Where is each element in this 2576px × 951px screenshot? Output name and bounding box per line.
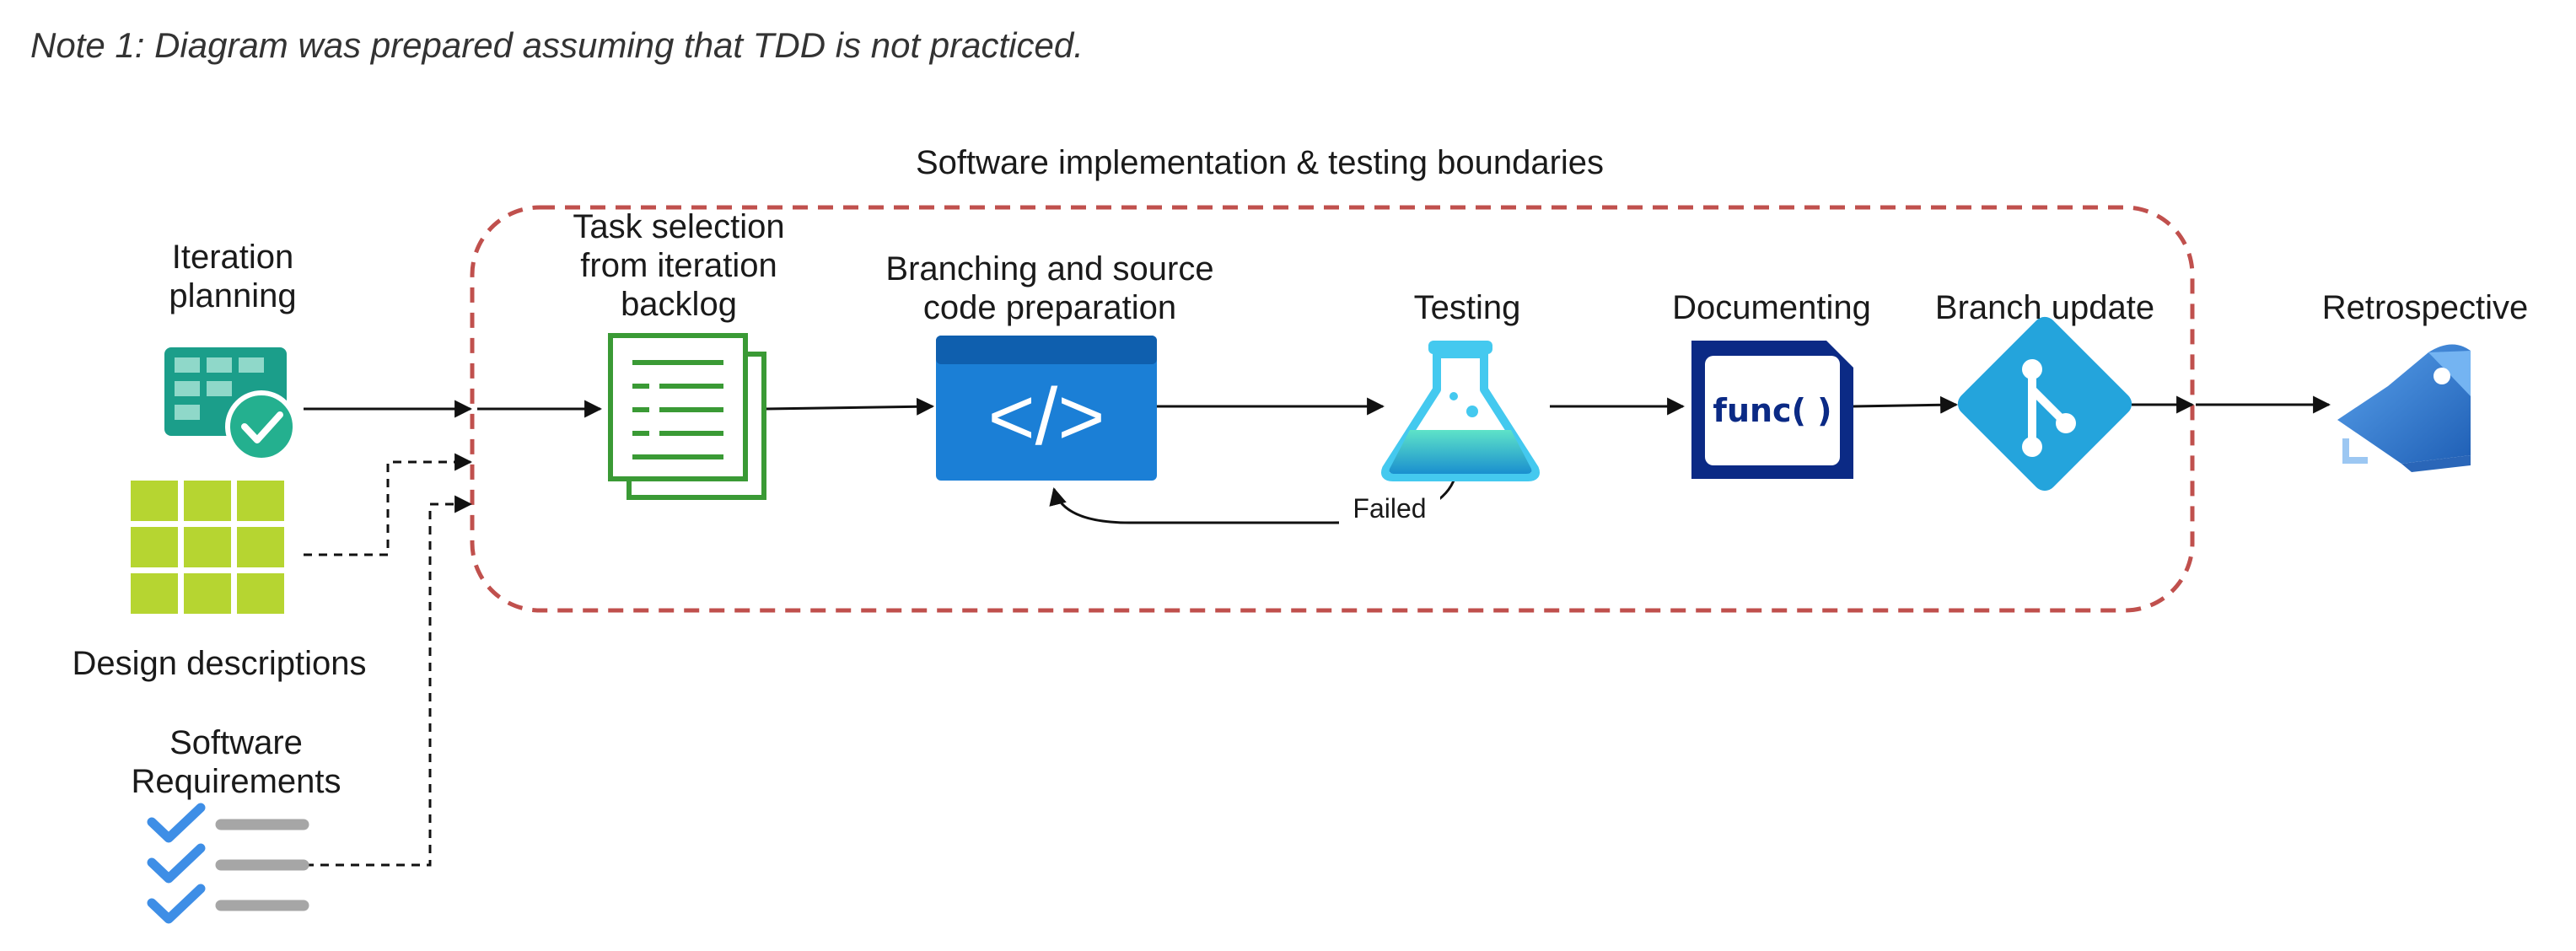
code-icon-glyph: </>: [988, 372, 1105, 462]
arrow-documenting-to-branch-update: [1853, 395, 1959, 414]
git-branch-icon: [1957, 316, 2132, 492]
boundary-label: Software implementation & testing bounda…: [916, 144, 1605, 181]
arrow-design-descriptions: [304, 453, 473, 556]
label-software-requirements: Software Requirements: [93, 723, 379, 801]
label-retrospective: Retrospective: [2321, 289, 2529, 326]
label-iteration-planning: Iteration planning: [126, 238, 339, 315]
documenting-func-icon: func( ): [1691, 341, 1853, 479]
label-documenting: Documenting: [1672, 289, 1871, 326]
iteration-planning-icon: [164, 347, 298, 463]
arrow-software-requirements: [305, 495, 473, 867]
feedback-failed-arrow: [1049, 467, 1459, 524]
task-selection-document-icon: [608, 333, 766, 500]
code-window-icon: </>: [936, 336, 1157, 481]
software-requirements-icon: [147, 803, 309, 924]
label-branching: Branching and source code preparation: [843, 250, 1256, 327]
label-branch-update: Branch update: [1934, 289, 2155, 326]
arrow-task-to-branching: [765, 397, 935, 416]
diagram-note: Note 1: Diagram was prepared assuming th…: [30, 25, 1084, 65]
label-task-selection-text: Task selection from iteration backlog: [573, 208, 785, 323]
flow-arrows: [304, 395, 2331, 524]
func-icon-glyph: func( ): [1713, 392, 1831, 429]
label-failed: Failed: [1339, 489, 1440, 528]
input-arrows: [304, 453, 473, 867]
retrospective-rocket-icon: [2337, 344, 2471, 472]
testing-flask-icon: [1381, 341, 1540, 481]
label-task-selection: Task selection from iteration backlog: [540, 207, 818, 324]
label-design-descriptions: Design descriptions: [72, 645, 367, 682]
label-branching-text: Branching and source code preparation: [885, 250, 1214, 326]
label-software-requirements-text: Software Requirements: [131, 724, 341, 800]
design-descriptions-icon: [131, 481, 284, 614]
label-testing: Testing: [1413, 289, 1521, 326]
label-iteration-planning-text: Iteration planning: [169, 239, 297, 314]
